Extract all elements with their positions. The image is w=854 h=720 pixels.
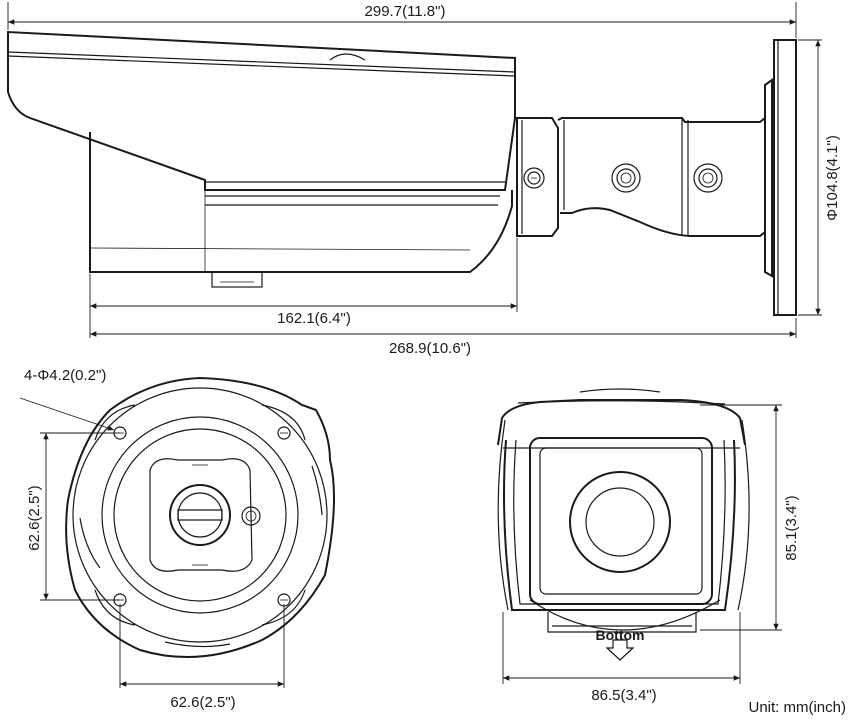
- joint-screw-icon: [523, 167, 545, 189]
- sunshield-outline: [7, 30, 516, 191]
- front-housing: [503, 439, 736, 611]
- front-glass-window: [529, 437, 713, 605]
- top-screw-knob: [329, 53, 366, 61]
- down-arrow-icon: [605, 639, 635, 661]
- front-width-label: 86.5(3.4"): [591, 687, 656, 704]
- cable-hub: [149, 458, 261, 572]
- base-vertical-label: 62.6(2.5"): [26, 485, 43, 550]
- unit-label: Unit: mm(inch): [748, 699, 846, 716]
- base-vertical-dimension: 62.6(2.5"): [24, 432, 120, 601]
- total-length-dimension: 299.7(11.8"): [7, 2, 797, 38]
- overall-length-label: 268.9(10.6"): [389, 340, 471, 357]
- front-height-dimension: 85.1(3.4"): [700, 404, 802, 631]
- front-width-dimension: 86.5(3.4"): [502, 612, 741, 704]
- bottom-clip: [211, 271, 263, 288]
- wall-base-plate: [773, 39, 797, 316]
- lens-icon: [569, 471, 671, 573]
- body-length-dimension: 162.1(6.4"): [89, 238, 518, 338]
- body-length-label: 162.1(6.4"): [277, 310, 351, 327]
- mount-diameter-dimension: Φ104.8(4.1"): [798, 39, 842, 316]
- arm-screw-right-icon: [693, 163, 723, 193]
- total-length-label: 299.7(11.8"): [365, 3, 446, 20]
- mounting-hole-icons: [113, 426, 291, 607]
- camera-body-outline: [89, 132, 513, 273]
- arm-screw-left-icon: [611, 163, 641, 193]
- mount-diameter-label: Φ104.8(4.1"): [824, 135, 841, 221]
- front-height-label: 85.1(3.4"): [783, 495, 800, 560]
- side-view: [7, 30, 797, 316]
- front-sunshield: [497, 399, 746, 446]
- base-plate-outline: [65, 376, 335, 659]
- bottom-marker-label: Bottom: [596, 627, 645, 643]
- overall-length-dimension: 268.9(10.6"): [90, 318, 797, 357]
- front-view: Bottom: [497, 388, 750, 661]
- hole-spec-label: 4-Φ4.2(0.2"): [24, 367, 106, 384]
- bracket-joint: [516, 117, 559, 237]
- bracket-arm: [557, 115, 766, 237]
- ground-screw-icon: [241, 506, 261, 526]
- base-view: 4-Φ4.2(0.2"): [19, 367, 335, 659]
- base-horizontal-label: 62.6(2.5"): [170, 694, 235, 711]
- base-horizontal-dimension: 62.6(2.5"): [119, 604, 285, 711]
